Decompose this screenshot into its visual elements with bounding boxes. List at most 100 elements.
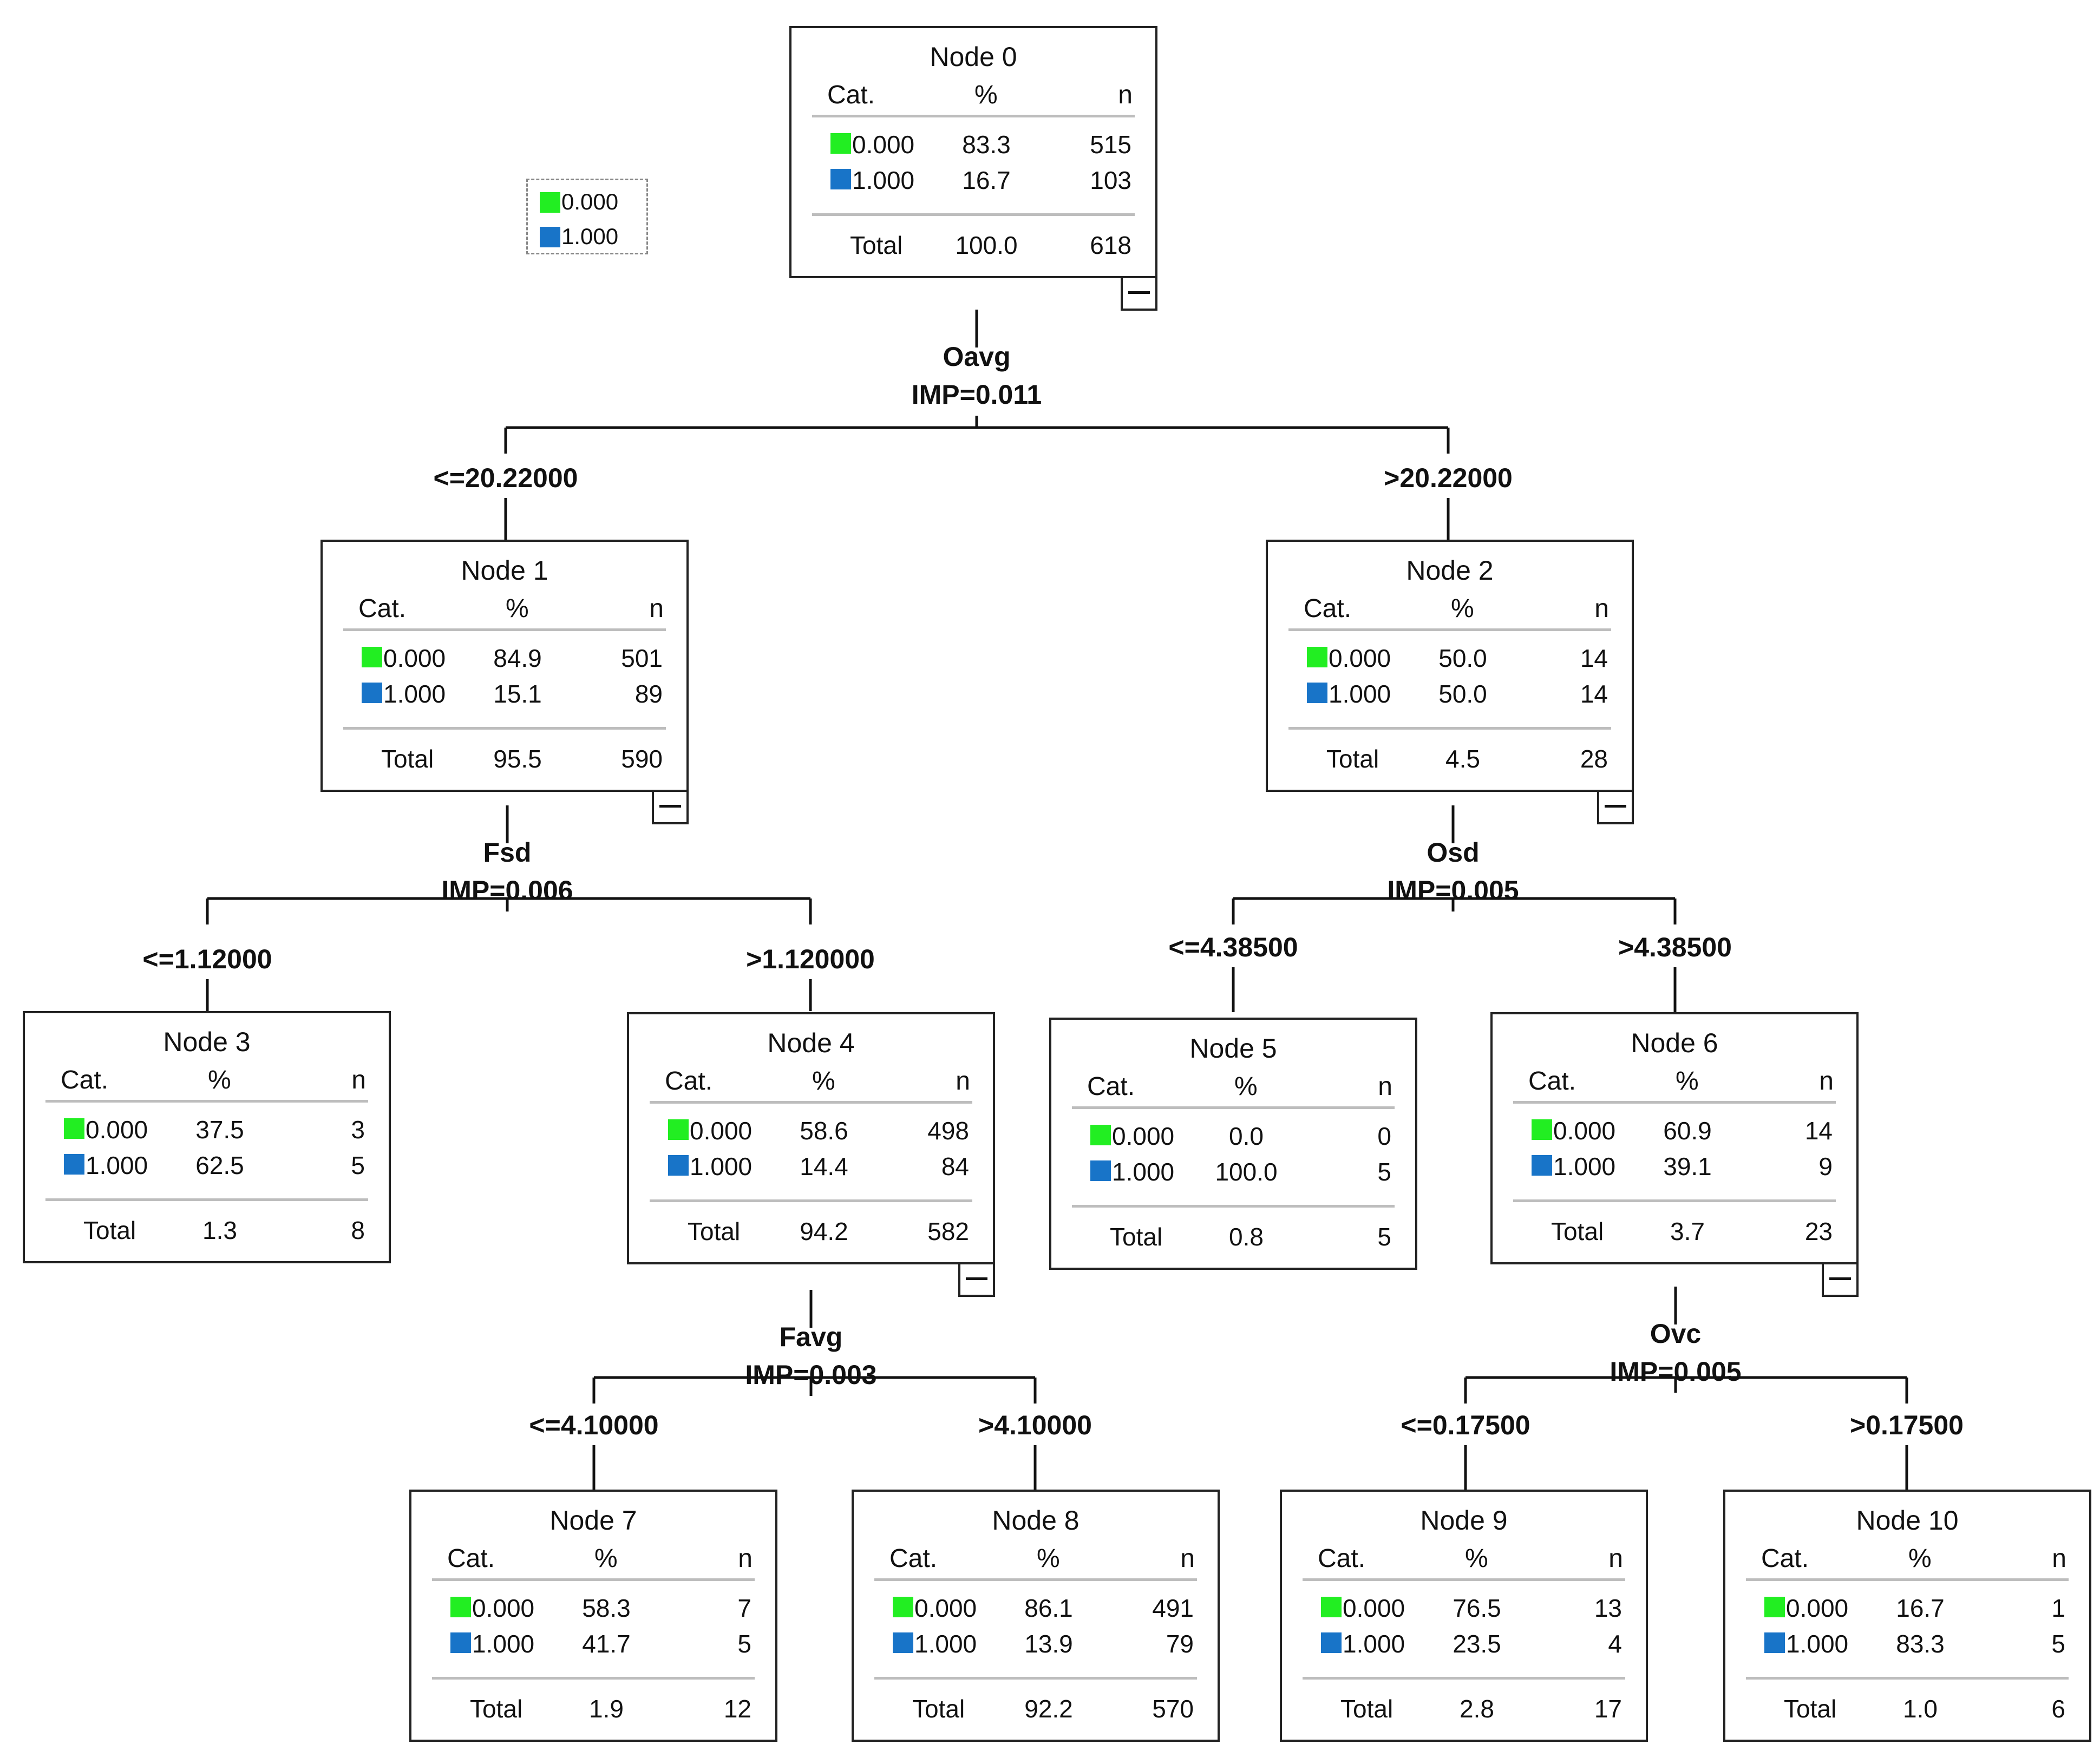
category-percent: 58.6 <box>800 1117 848 1145</box>
total-label: Total <box>912 1695 965 1723</box>
header-rule <box>1288 628 1611 631</box>
category-label: 0.000 <box>690 1117 753 1145</box>
collapse-toggle-button[interactable] <box>1597 790 1634 824</box>
total-percent: 1.0 <box>1903 1695 1938 1723</box>
total-label: Total <box>688 1217 741 1245</box>
header-rule <box>1513 1101 1836 1104</box>
total-count: 23 <box>1804 1217 1833 1245</box>
category-swatch-0 <box>362 647 382 667</box>
node-title: Node 2 <box>1406 555 1494 586</box>
split-improvement: IMP=0.006 <box>441 875 573 906</box>
split-variable: Ovc <box>1650 1319 1702 1349</box>
category-label: 1.000 <box>1786 1630 1849 1658</box>
category-label: 1.000 <box>383 680 446 708</box>
split-improvement: IMP=0.005 <box>1387 875 1519 906</box>
category-swatch-0 <box>1307 647 1327 667</box>
category-swatch-0 <box>1090 1125 1111 1145</box>
total-rule <box>343 727 666 730</box>
split-condition-left: <=0.17500 <box>1401 1410 1530 1440</box>
legend-item-1: 1.000 <box>540 224 618 250</box>
total-percent: 1.3 <box>202 1216 237 1244</box>
category-label: 1.000 <box>914 1630 977 1658</box>
header-cat: Cat. <box>827 81 875 109</box>
collapse-toggle-button[interactable] <box>652 790 689 824</box>
header-rule <box>1303 1578 1625 1581</box>
collapse-toggle-button[interactable] <box>958 1262 995 1297</box>
category-percent: 83.3 <box>1896 1630 1945 1658</box>
header-n: n <box>738 1544 753 1573</box>
total-label: Total <box>1326 745 1379 773</box>
category-label: 0.000 <box>472 1594 535 1622</box>
header-cat: Cat. <box>889 1544 938 1573</box>
category-percent: 83.3 <box>962 130 1011 159</box>
header-rule <box>1746 1578 2069 1581</box>
header-pct: % <box>594 1544 618 1573</box>
category-swatch-0 <box>1532 1119 1552 1140</box>
header-n: n <box>1819 1067 1834 1096</box>
legend-label-0: 0.000 <box>561 189 619 214</box>
category-count: 5 <box>2051 1630 2065 1658</box>
total-label: Total <box>470 1695 523 1723</box>
category-swatch-1 <box>1764 1632 1785 1653</box>
collapse-toggle-button[interactable] <box>1822 1262 1859 1297</box>
total-percent: 95.5 <box>493 745 542 773</box>
category-label: 1.000 <box>1343 1630 1405 1658</box>
header-n: n <box>1180 1544 1195 1573</box>
total-count: 582 <box>927 1217 969 1245</box>
category-label: 1.000 <box>86 1151 148 1179</box>
legend-swatch-1 <box>540 227 560 247</box>
header-n: n <box>1608 1544 1623 1573</box>
header-pct: % <box>1234 1072 1258 1101</box>
category-percent: 60.9 <box>1663 1117 1712 1145</box>
category-label: 0.000 <box>383 644 446 672</box>
total-label: Total <box>381 745 434 773</box>
header-cat: Cat. <box>358 594 407 623</box>
total-rule <box>45 1198 368 1201</box>
header-rule <box>812 115 1135 117</box>
total-count: 5 <box>1377 1223 1391 1251</box>
header-pct: % <box>1037 1544 1060 1573</box>
category-count: 5 <box>1377 1158 1391 1186</box>
category-percent: 13.9 <box>1024 1630 1073 1658</box>
header-n: n <box>956 1067 970 1096</box>
total-count: 28 <box>1580 745 1608 773</box>
total-percent: 1.9 <box>589 1695 624 1723</box>
node-title: Node 3 <box>163 1027 251 1057</box>
header-n: n <box>1594 594 1609 623</box>
category-count: 84 <box>941 1152 969 1181</box>
header-pct: % <box>208 1066 231 1094</box>
legend-item-0: 0.000 <box>540 189 618 215</box>
category-label: 1.000 <box>472 1630 535 1658</box>
header-cat: Cat. <box>61 1066 109 1094</box>
split-condition-right: >4.10000 <box>978 1410 1092 1440</box>
category-swatch-1 <box>450 1632 471 1653</box>
total-percent: 0.8 <box>1229 1223 1264 1251</box>
total-label: Total <box>1110 1223 1163 1251</box>
category-percent: 58.3 <box>582 1594 631 1622</box>
node-title: Node 4 <box>767 1028 855 1058</box>
header-n: n <box>649 594 664 623</box>
header-n: n <box>2052 1544 2066 1573</box>
collapse-toggle-button[interactable] <box>1121 276 1157 311</box>
header-pct: % <box>1465 1544 1488 1573</box>
category-count: 79 <box>1166 1630 1194 1658</box>
category-swatch-0 <box>1764 1597 1785 1617</box>
category-count: 89 <box>634 680 663 708</box>
category-swatch-1 <box>362 683 382 703</box>
total-rule <box>812 213 1135 216</box>
total-percent: 3.7 <box>1670 1217 1705 1245</box>
category-percent: 16.7 <box>1896 1594 1945 1622</box>
category-swatch-1 <box>1090 1160 1111 1181</box>
split-condition-right: >1.120000 <box>746 944 875 974</box>
total-rule <box>1072 1205 1395 1208</box>
header-cat: Cat. <box>1761 1544 1809 1573</box>
total-label: Total <box>83 1216 136 1244</box>
total-rule <box>1746 1677 2069 1680</box>
total-label: Total <box>1340 1695 1394 1723</box>
